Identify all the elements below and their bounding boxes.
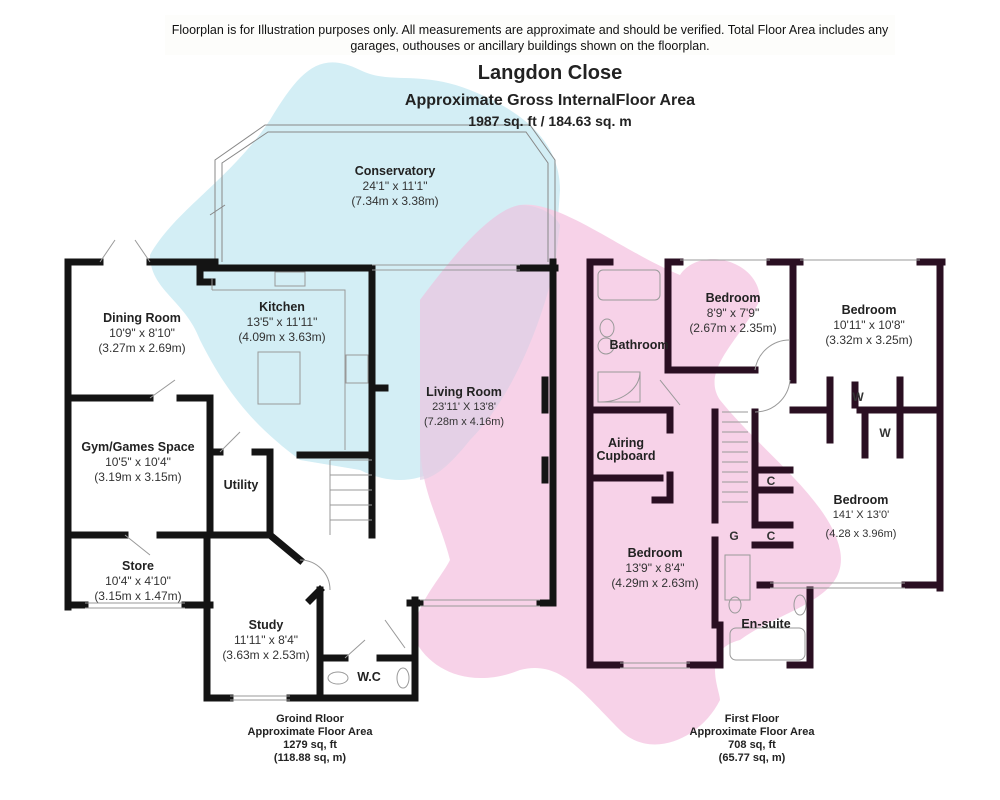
area-subtitle: Approximate Gross InternalFloor Area: [404, 92, 696, 109]
room-bedroom-small: Bedroom 8'9" x 7'9" (2.67m x 2.35m): [689, 291, 776, 336]
room-kitchen: Kitchen 13'5" x 11'11" (4.09m x 3.63m): [238, 300, 325, 345]
room-imperial: 8'9" x 7'9": [706, 306, 760, 320]
room-en-suite: En-suite: [741, 617, 790, 632]
first-floor-summary: First Floor Approximate Floor Area 708 s…: [690, 713, 815, 765]
floor-area-imperial: 1279 sq, ft: [283, 739, 337, 751]
room-imperial: 13'5" x 11'11": [246, 315, 318, 329]
room-imperial: 10'9" x 8'10": [109, 326, 175, 340]
room-metric: (7.28m x 4.16m): [423, 416, 505, 428]
room-metric: (3.19m x 3.15m): [94, 470, 182, 484]
room-name: En-suite: [741, 617, 791, 631]
overlap-tint: [420, 205, 560, 480]
room-gym-games-space: Gym/Games Space 10'5" x 10'4" (3.19m x 3…: [81, 440, 194, 485]
first-floor-fittings: [597, 259, 920, 669]
room-name: Conservatory: [354, 164, 436, 178]
room-study: Study 11'11" x 8'4" (3.63m x 2.53m): [222, 618, 309, 663]
ground-floor-fittings: [85, 239, 540, 701]
floor-title: First Floor: [724, 713, 780, 725]
cupboard-label: C: [766, 474, 776, 488]
room-metric: (3.27m x 2.69m): [98, 341, 186, 355]
room-airing-cupboard: Airing Cupboard: [596, 437, 656, 463]
room-imperial: 11'11" x 8'4": [233, 633, 299, 647]
cupboard-label: C: [766, 529, 776, 543]
property-title: Langdon Close: [477, 62, 623, 84]
cupboard-label: G: [729, 529, 739, 543]
room-utility: Utility: [224, 478, 259, 493]
room-imperial: 141' X 13'0': [832, 509, 890, 521]
room-imperial: 10'11" x 10'8": [833, 318, 905, 332]
room-name: Study: [248, 618, 284, 632]
room-name: Bathroom: [609, 338, 669, 352]
room-imperial: 13'9" x 8'4": [625, 561, 685, 575]
conservatory-outline: [209, 124, 556, 262]
room-metric: (2.67m x 2.35m): [689, 321, 777, 335]
room-wc: W.C: [357, 670, 381, 685]
disclaimer-band: [165, 15, 895, 55]
room-name: Bedroom: [627, 546, 683, 560]
wardrobe-label: W: [852, 390, 864, 404]
floor-area-label: Approximate Floor Area: [247, 726, 373, 738]
room-metric: (3.15m x 1.47m): [94, 589, 182, 603]
room-name: Airing Cupboard: [596, 436, 656, 463]
room-imperial: 10'4" x 4'10": [105, 574, 171, 588]
room-store: Store 10'4" x 4'10" (3.15m x 1.47m): [94, 559, 181, 604]
room-bedroom-master: Bedroom 141' X 13'0' (4.28 x 3.96m): [826, 493, 897, 542]
first-floor-walls: [586, 258, 946, 669]
floor-area-metric: (65.77 sq, m): [718, 752, 786, 764]
floor-area-imperial: 708 sq, ft: [728, 739, 776, 751]
room-name: Bedroom: [833, 493, 889, 507]
room-name: Gym/Games Space: [81, 440, 195, 454]
room-bedroom-rear: Bedroom 13'9" x 8'4" (4.29m x 2.63m): [611, 546, 698, 591]
room-imperial: 24'1" x 11'1": [362, 179, 428, 193]
wardrobe-label: W: [879, 426, 891, 440]
room-imperial: 23'11' X 13'8': [432, 401, 496, 413]
room-dining-room: Dining Room 10'9" x 8'10" (3.27m x 2.69m…: [98, 311, 185, 356]
room-conservatory: Conservatory 24'1" x 11'1" (7.34m x 3.38…: [351, 164, 438, 209]
floor-area-label: Approximate Floor Area: [689, 726, 815, 738]
ground-floor-walls: [64, 258, 559, 702]
room-name: Utility: [223, 478, 259, 492]
ground-floor-summary: Groind Rloor Approximate Floor Area 1279…: [248, 713, 373, 765]
room-name: Store: [122, 559, 154, 573]
room-metric: (3.63m x 2.53m): [222, 648, 310, 662]
room-name: Dining Room: [103, 311, 181, 325]
disclaimer-text: Floorplan is for Illustration purposes o…: [171, 23, 889, 53]
room-name: Living Room: [426, 385, 502, 399]
room-living-room: Living Room 23'11' X 13'8' (7.28m x 4.16…: [424, 385, 504, 430]
room-name: Bedroom: [705, 291, 761, 305]
room-metric: (4.29m x 2.63m): [611, 576, 699, 590]
floor-title: Groind Rloor: [276, 713, 344, 725]
room-imperial: 10'5" x 10'4": [105, 455, 171, 469]
room-metric: (3.32m x 3.25m): [825, 333, 913, 347]
room-name: Kitchen: [259, 300, 305, 314]
room-name: Bedroom: [841, 303, 897, 317]
room-bedroom-front: Bedroom 10'11" x 10'8" (3.32m x 3.25m): [825, 303, 912, 348]
room-metric: (7.34m x 3.38m): [351, 194, 439, 208]
room-metric: (4.09m x 3.63m): [238, 330, 326, 344]
room-bathroom: Bathroom: [609, 338, 668, 353]
floor-area-metric: (118.88 sq, m): [273, 752, 347, 764]
room-metric: (4.28 x 3.96m): [825, 528, 897, 540]
room-name: W.C: [357, 670, 381, 684]
total-area: 1987 sq. ft / 184.63 sq. m: [468, 113, 632, 129]
